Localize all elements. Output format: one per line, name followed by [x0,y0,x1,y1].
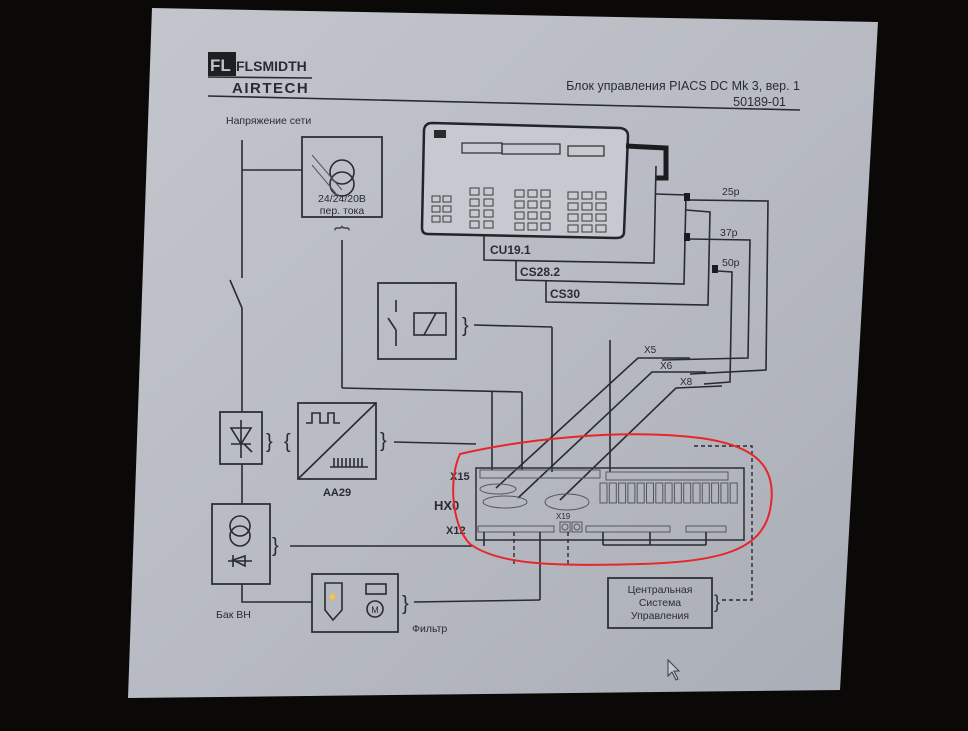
transformer-block: 24/24/20В пер. тока { [301,136,383,231]
brace-icon: } [462,315,469,337]
hv-tank-label: Бак ВН [216,609,251,621]
terminal-block [692,482,701,504]
x8-label: X8 [680,377,693,388]
cable-x5 [495,357,690,489]
svg-text:Центральная: Центральная [628,584,693,596]
connector-50p: 50р [703,257,740,385]
svg-text:M: M [371,605,379,615]
header-rule [207,95,801,111]
brace-icon: { [284,431,291,453]
mains-voltage-label: Напряжение сети [226,115,311,127]
cs30-label: CS30 [550,287,580,301]
brace-icon: } [272,535,279,557]
terminal-block [646,482,654,504]
brace-icon: { [334,225,351,231]
terminal-block [636,482,645,504]
precipitator-icon [324,582,343,622]
brace-icon: } [714,592,720,612]
x15-connector [479,469,601,479]
x12-connector [477,525,555,533]
terminal-block [729,482,738,504]
brace-icon: } [380,430,387,452]
svg-text:37р: 37р [720,227,738,239]
terminal-block [664,482,673,504]
cable-x6 [517,371,706,499]
svg-text:Управления: Управления [631,610,689,622]
logo-top-text: FLSMIDTH [236,58,307,74]
cu19-frame [483,165,657,264]
terminal-block [683,482,692,504]
terminal-block [627,482,636,504]
operator-panel-cu19 [420,121,630,240]
mains-switch [229,140,243,412]
transformer-icon [329,159,355,185]
cs28-frame [515,193,687,285]
panel-keypad [431,187,607,233]
dashed-link [694,445,753,601]
filter-block: ⚡ M } [311,573,409,633]
document-title: Блок управления PIACS DC Mk 3, вер. 1 [566,79,800,93]
flsmidth-logo: FL FLSMIDTH AIRTECH [207,52,313,97]
svg-text:50р: 50р [722,257,740,269]
controller-board [475,467,745,600]
motor-icon [366,600,384,618]
terminal-block [655,482,664,504]
thyristor-block: } { [219,411,291,465]
panel-cable [625,143,669,181]
aa29-label: AA29 [323,487,351,499]
square-wave-icon [306,412,340,424]
cu19-label: CU19.1 [490,243,531,257]
highlight-annotation [452,433,773,566]
svg-text:25р: 25р [722,186,740,198]
hv-tank-block: } [211,503,279,585]
pulse-train-icon [330,458,368,468]
logo-fl: FL [210,56,231,75]
cs30-frame [545,209,711,306]
cable-x8 [559,385,723,501]
terminal-block [711,482,720,504]
x6-label: X6 [660,361,673,372]
mouse-cursor-icon [667,658,681,681]
relay-coil-icon [413,312,447,336]
filter-label: Фильтр [412,623,447,635]
transformer-voltage: 24/24/20В [318,193,366,205]
heater-icon [365,583,387,595]
terminal-block [673,482,682,504]
terminal-block [701,482,710,504]
dsub-connector [544,493,590,511]
x19-connector [559,521,571,533]
connector-25p: 25р [684,186,769,375]
aa29-converter: AA29 } [297,402,387,499]
transformer-icon [229,515,251,537]
brace-icon: } [402,593,409,615]
connector-37p: 37р [661,227,751,361]
cs28-label: CS28.2 [520,265,560,279]
svg-text:Система: Система [639,597,681,609]
panel-logo [434,130,446,138]
terminal-block [618,482,627,504]
central-control-system: Центральная Система Управления } [607,577,720,629]
svg-text:⚡: ⚡ [327,591,338,603]
logo-bottom-text: AIRTECH [232,80,309,97]
terminal-blocks [599,482,738,504]
x5-label: X5 [644,345,657,356]
document-number: 50189-01 [733,95,786,109]
dsub-connector [479,483,517,495]
x19-label: X19 [556,512,571,521]
dsub-connector [482,495,528,509]
relay-block: } [377,282,469,360]
brace-icon: } [266,431,273,453]
transformer-type: пер. тока [320,205,365,217]
terminal-block [720,482,729,504]
terminal-block [599,482,608,504]
terminal-block [608,482,617,504]
